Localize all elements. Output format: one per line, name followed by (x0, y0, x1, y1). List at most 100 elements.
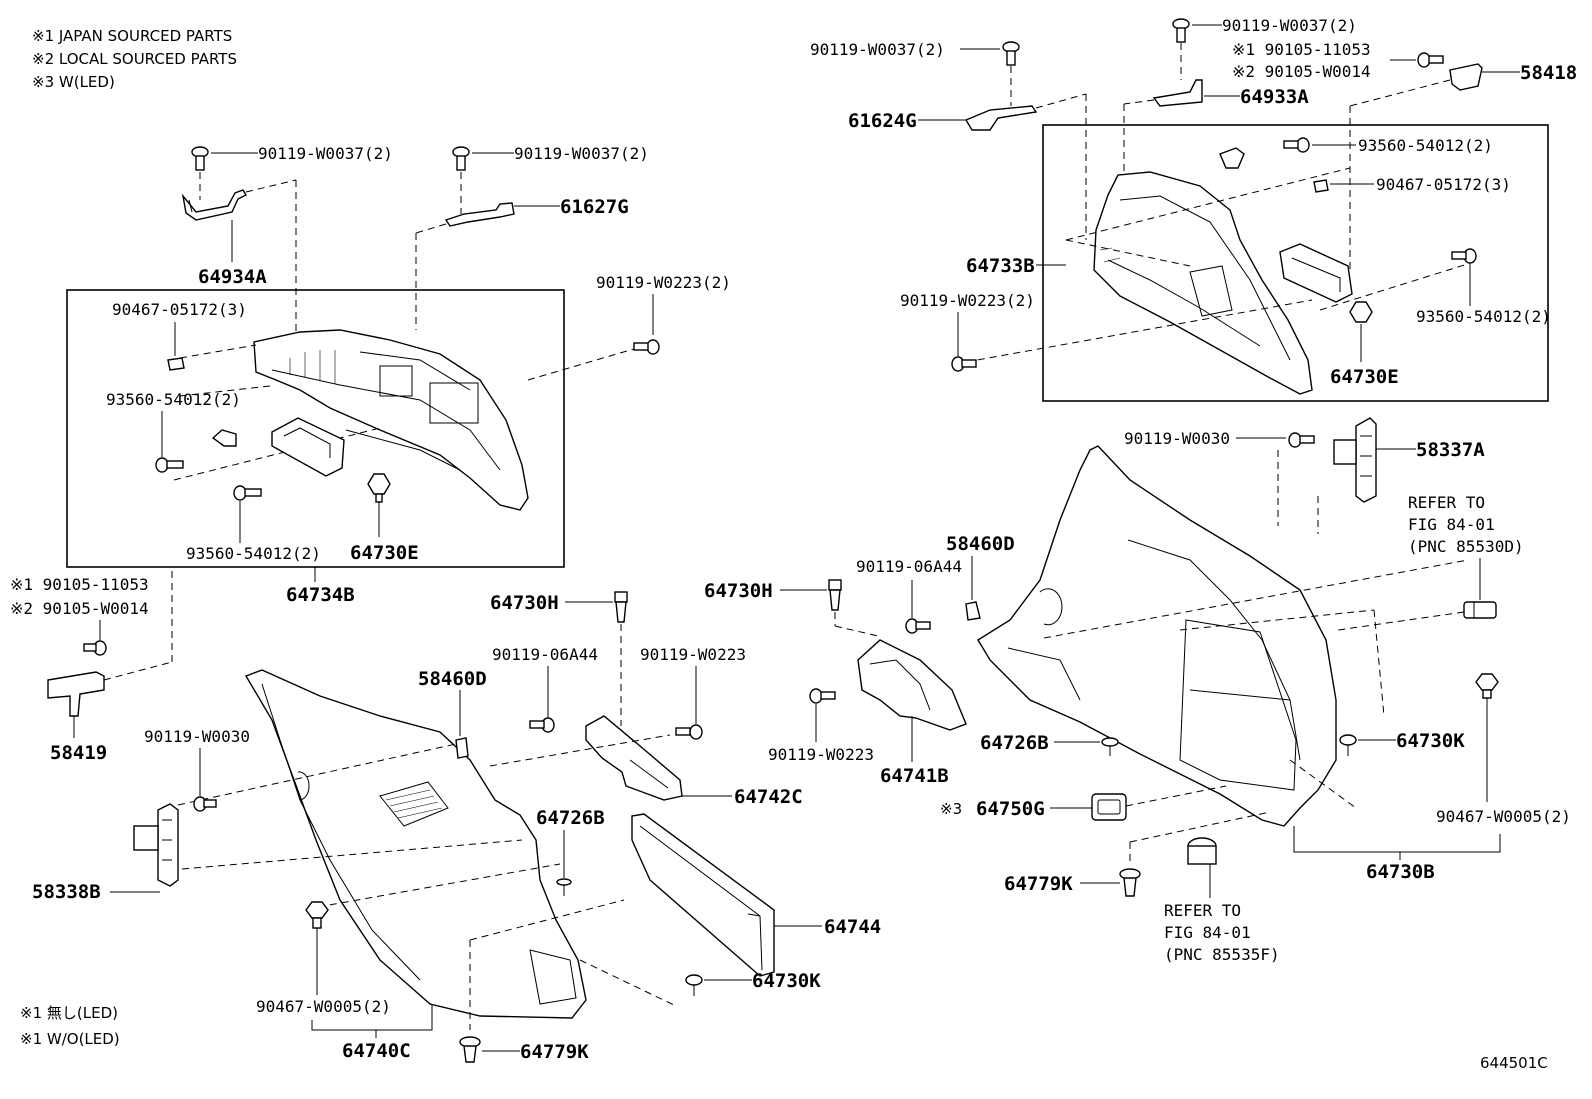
clip-icon (459, 1036, 481, 1063)
label-93560-54012: 93560-54012(2) (186, 544, 321, 563)
label-90467-05172: 90467-05172(3) (112, 300, 247, 319)
label-90105-11053: ※1 90105-11053 (10, 575, 149, 594)
label-90119-w0223: 90119-W0223(2) (900, 291, 1035, 310)
label-90119-w0037: 90119-W0037(2) (258, 144, 393, 163)
bracket-icon (1219, 147, 1245, 169)
side-trim-64730b-icon (977, 445, 1337, 827)
screw-icon (905, 618, 931, 634)
refer-to-label: REFER TO (1164, 901, 1241, 920)
label-90105-11053: ※1 90105-11053 (1232, 40, 1371, 59)
screw-icon (1417, 52, 1444, 68)
label-90119-w0223: 90119-W0223 (768, 745, 874, 764)
label-90119-06a44: 90119-06A44 (492, 645, 598, 664)
bolt-icon (191, 146, 209, 171)
clip-icon (305, 901, 329, 929)
bracket-58337a-icon (1333, 417, 1377, 503)
clip-icon (614, 591, 628, 623)
label-90119-w0030: 90119-W0030 (1124, 429, 1230, 448)
clip-58460d-icon (455, 737, 469, 759)
side-trim-64740c-icon (244, 669, 587, 1019)
connector-61627g-icon (444, 202, 515, 227)
bracket-58338b-icon (133, 803, 179, 887)
refer-fig-label: FIG 84-01 (1408, 515, 1495, 534)
label-64726b: 64726B (536, 807, 605, 829)
panel-64744-icon (631, 813, 775, 977)
refer-fig-label: FIG 84-01 (1164, 923, 1251, 942)
clip-icon (556, 878, 572, 896)
label-64730e: 64730E (350, 542, 419, 564)
clip-icon (1313, 179, 1329, 193)
clip-icon (1475, 673, 1499, 699)
screw-icon (83, 640, 107, 656)
label-64730b: 64730B (1366, 861, 1435, 883)
label-90119-w0030: 90119-W0030 (144, 727, 250, 746)
note-local-sourced: ※2 LOCAL SOURCED PARTS (32, 50, 237, 68)
bezel-icon (1279, 243, 1353, 303)
label-90119-06a44: 90119-06A44 (856, 557, 962, 576)
refer-to-label: REFER TO (1408, 493, 1485, 512)
label-90119-w0037: 90119-W0037(2) (1222, 16, 1357, 35)
clip-icon (1101, 737, 1119, 756)
bracket-58419-icon (47, 671, 105, 717)
label-64741b: 64741B (880, 765, 949, 787)
lamp-64750g-icon (1091, 793, 1127, 821)
bolt-icon (1002, 41, 1020, 66)
label-64933a: 64933A (1240, 86, 1309, 108)
label-64934a: 64934A (198, 266, 267, 288)
screw-icon (1288, 432, 1315, 448)
label-90467-05172: 90467-05172(3) (1376, 175, 1511, 194)
label-58460d: 58460D (946, 533, 1015, 555)
label-64726b: 64726B (980, 732, 1049, 754)
label-64779k: 64779K (520, 1041, 589, 1063)
label-90119-w0037: 90119-W0037(2) (810, 40, 945, 59)
label-58460d: 58460D (418, 668, 487, 690)
refer-pnc-label: (PNC 85535F) (1164, 945, 1280, 964)
label-61624g: 61624G (848, 110, 917, 132)
bezel-icon (271, 417, 345, 477)
clip-icon (167, 357, 185, 371)
note-nashi-led: ※1 無し(LED) (20, 1004, 118, 1022)
connector-61624g-icon (964, 105, 1038, 131)
label-90119-w0223: 90119-W0223 (640, 645, 746, 664)
label-64740c: 64740C (342, 1040, 411, 1062)
bracket-64933a-icon (1152, 79, 1203, 107)
label-58418: 58418 (1520, 62, 1577, 84)
label-61627g: 61627G (560, 196, 629, 218)
label-64779k: 64779K (1004, 873, 1073, 895)
figure-code: 644501C (1480, 1054, 1548, 1072)
garnish-64741b-icon (857, 639, 967, 731)
screw-icon (809, 688, 836, 704)
label-90119-w0223: 90119-W0223(2) (596, 273, 731, 292)
clip-icon (685, 974, 703, 996)
label-93560-54012: 93560-54012(2) (1416, 307, 1551, 326)
label-58419: 58419 (50, 742, 107, 764)
label-90467-w0005: 90467-W0005(2) (256, 997, 391, 1016)
bolt-icon (1172, 18, 1190, 43)
screw-icon (1451, 248, 1477, 264)
assembly-box-64733b (1042, 124, 1549, 402)
mark-3: ※3 (940, 800, 962, 818)
screw-icon (233, 485, 262, 501)
bracket-64934a-icon (181, 189, 247, 221)
lamp-icon (1463, 601, 1497, 619)
clip-icon (367, 473, 391, 503)
label-58337a: 58337A (1416, 439, 1485, 461)
label-64742c: 64742C (734, 786, 803, 808)
clip-icon (1349, 301, 1373, 323)
bracket-58418-icon (1449, 63, 1483, 91)
garnish-64742c-icon (585, 715, 683, 801)
label-90467-w0005: 90467-W0005(2) (1436, 807, 1571, 826)
label-64744: 64744 (824, 916, 881, 938)
label-90119-w0037: 90119-W0037(2) (514, 144, 649, 163)
refer-pnc-label: (PNC 85530D) (1408, 537, 1524, 556)
screw-icon (155, 457, 184, 473)
note-w-led: ※3 W(LED) (32, 73, 115, 91)
screw-icon (529, 717, 555, 733)
label-64730h: 64730H (490, 592, 559, 614)
bracket-icon (211, 429, 237, 447)
screw-icon (193, 796, 217, 812)
label-58338b: 58338B (32, 881, 101, 903)
label-93560-54012: 93560-54012(2) (106, 390, 241, 409)
clip-icon (1119, 868, 1141, 897)
